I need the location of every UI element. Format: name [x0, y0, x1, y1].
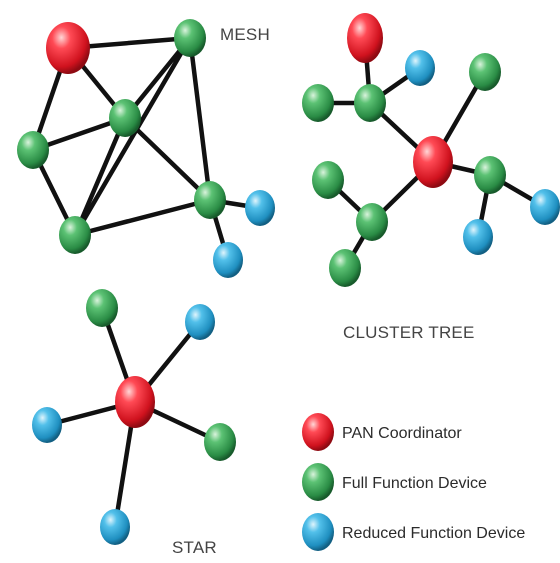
cluster-ffd-node: [354, 84, 386, 122]
cluster-ffd-node: [312, 161, 344, 199]
cluster-tree-nodes: [302, 13, 560, 287]
legend-pan-swatch: [302, 413, 334, 451]
cluster-ffd-node: [469, 53, 501, 91]
mesh-label: MESH: [220, 25, 270, 44]
cluster-ffd-node: [474, 156, 506, 194]
legend-label-rfd: Reduced Function Device: [342, 525, 525, 542]
star-rfd-node: [185, 304, 215, 340]
legend-label-ffd: Full Function Device: [342, 475, 487, 492]
cluster-rfd-node: [530, 189, 560, 225]
mesh-topology: MESH: [17, 19, 275, 278]
cluster-tree-topology: CLUSTER TREE: [302, 13, 560, 342]
mesh-ffd-node: [59, 216, 91, 254]
mesh-ffd-node: [109, 99, 141, 137]
cluster-ffd-node: [356, 203, 388, 241]
mesh-nodes: [17, 19, 275, 278]
cluster-pan-coordinator: [347, 13, 383, 63]
star-ffd-node: [86, 289, 118, 327]
mesh-pan-coordinator: [46, 22, 90, 74]
cluster-pan-coordinator: [413, 136, 453, 188]
star-rfd-node: [100, 509, 130, 545]
cluster-ffd-node: [329, 249, 361, 287]
cluster-tree-label: CLUSTER TREE: [343, 323, 475, 342]
star-label: STAR: [172, 538, 217, 557]
star-topology: STAR: [32, 289, 236, 557]
star-nodes: [32, 289, 236, 545]
legend-item-pan: PAN Coordinator: [302, 413, 462, 451]
mesh-ffd-node: [17, 131, 49, 169]
legend-rfd-swatch: [302, 513, 334, 551]
mesh-ffd-node: [174, 19, 206, 57]
legend-label-pan: PAN Coordinator: [342, 425, 462, 442]
legend-ffd-swatch: [302, 463, 334, 501]
legend-item-ffd: Full Function Device: [302, 463, 487, 501]
legend-item-rfd: Reduced Function Device: [302, 513, 525, 551]
cluster-rfd-node: [405, 50, 435, 86]
mesh-rfd-node: [213, 242, 243, 278]
mesh-ffd-node: [194, 181, 226, 219]
mesh-rfd-node: [245, 190, 275, 226]
star-ffd-node: [204, 423, 236, 461]
star-rfd-node: [32, 407, 62, 443]
cluster-ffd-node: [302, 84, 334, 122]
star-pan-coordinator: [115, 376, 155, 428]
cluster-rfd-node: [463, 219, 493, 255]
legend: PAN Coordinator Full Function Device Red…: [302, 413, 525, 551]
